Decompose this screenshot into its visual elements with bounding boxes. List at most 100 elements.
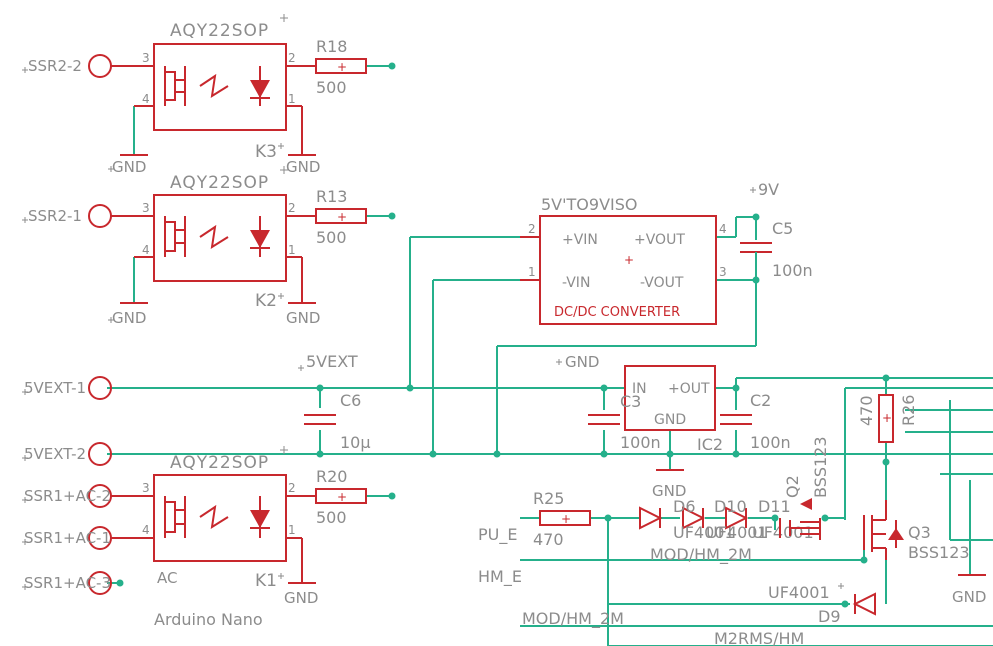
part-ref: D10 <box>714 497 747 516</box>
pin-number: 4 <box>142 523 150 537</box>
part-value: BSS123 <box>908 543 970 562</box>
connector-label: 5VEXT-2 <box>24 445 86 463</box>
pin-number: 4 <box>142 92 150 106</box>
capacitor-c3[interactable]: C3 100n <box>588 392 661 452</box>
part-ref: D11 <box>758 497 791 516</box>
gnd-label: GND <box>286 309 320 327</box>
pin-label: -VOUT <box>640 275 684 291</box>
capacitor-c2[interactable]: C2 100n <box>720 391 791 452</box>
connector-5vext-1[interactable]: 5VEXT-1 <box>24 376 112 400</box>
dcdc-converter[interactable]: 5V'TO9VISO 2 1 4 3 +VIN -VIN +VOUT -VOUT… <box>520 195 727 325</box>
part-value: 100n <box>750 433 791 452</box>
part-ref: IC2 <box>697 435 723 454</box>
connector-label: 5VEXT-1 <box>24 379 86 397</box>
part-value: BSS123 <box>811 436 830 498</box>
gnd-net-label: GND <box>565 353 599 371</box>
gnd-label: GND <box>112 309 146 327</box>
pin-number: 4 <box>142 243 150 257</box>
part-name: 5V'TO9VISO <box>541 195 637 214</box>
pin-number: 2 <box>528 222 536 236</box>
junctions <box>116 62 890 608</box>
part-ref: R26 <box>899 395 918 426</box>
pin-number: 2 <box>288 51 296 65</box>
capacitor-c6[interactable]: C6 10µ <box>304 391 371 452</box>
connector-ssr1-ac-2[interactable]: SSR1+AC-2 <box>24 484 154 508</box>
optocoupler-k2[interactable]: AQY22SOP 3 4 2 1 K2 <box>134 173 316 311</box>
net-label-mod-hm-2m: MOD/HM_2M <box>650 545 752 565</box>
net-label-pu-e: PU_E <box>478 525 517 545</box>
diode-d6[interactable]: D6 UF4001 <box>673 497 735 542</box>
gnd-symbol: GND <box>652 469 686 500</box>
part-extra-label: AC <box>157 569 177 587</box>
board-label: Arduino Nano <box>154 610 263 629</box>
resistor-r13[interactable]: + R13 500 <box>315 187 367 247</box>
pin-number: 2 <box>288 481 296 495</box>
svg-text:+: + <box>337 60 347 74</box>
transistor-q2[interactable]: Q2 BSS123 <box>779 436 830 540</box>
pin-number: 3 <box>142 201 150 215</box>
part-ref: D6 <box>673 497 696 516</box>
svg-text:+: + <box>561 512 571 526</box>
regulator-ic2[interactable]: IN +OUT GND IC2 <box>624 365 723 454</box>
connector-ssr1-ac-1[interactable]: SSR1+AC-1 <box>24 526 154 550</box>
pin-number: 1 <box>288 243 296 257</box>
svg-text:+: + <box>882 411 892 425</box>
part-value: 500 <box>316 228 347 247</box>
connector-label: SSR1+AC-3 <box>24 574 111 592</box>
net-label-m2rms-hm: M2RMS/HM <box>714 629 804 646</box>
part-ref: Q2 <box>783 475 802 498</box>
part-value: 470 <box>533 530 564 549</box>
gnd-label: GND <box>284 589 318 607</box>
connector-ssr2-1[interactable]: SSR2-1 <box>28 204 154 228</box>
transistor-q3[interactable]: Q3 BSS123 <box>863 500 970 562</box>
net-label-mod-hm-2m: MOD/HM_2M <box>522 609 624 629</box>
pin-number: 2 <box>288 201 296 215</box>
pin-label: +VIN <box>562 232 598 248</box>
diode-d5[interactable] <box>639 506 663 530</box>
diode-d10[interactable]: D10 UF4001 <box>706 497 768 542</box>
capacitor-c5[interactable]: C5 100n <box>740 219 813 280</box>
part-ref: D9 <box>818 607 841 626</box>
part-value: 10µ <box>340 433 371 452</box>
pin-number: 1 <box>288 523 296 537</box>
net-label-5vext: 5VEXT <box>306 352 358 371</box>
pin-number: 3 <box>719 265 727 279</box>
part-ref: C6 <box>340 391 361 410</box>
converter-description: DC/DC CONVERTER <box>554 305 680 320</box>
part-name: AQY22SOP <box>170 173 269 193</box>
part-value: 100n <box>620 433 661 452</box>
gnd-label: GND <box>652 482 686 500</box>
part-ref: R20 <box>316 467 347 486</box>
part-ref: R18 <box>316 37 347 56</box>
resistor-r20[interactable]: + R20 500 <box>315 467 367 527</box>
part-value: UF4001 <box>673 523 735 542</box>
part-value: 500 <box>316 78 347 97</box>
part-name: AQY22SOP <box>170 21 269 41</box>
diode-d9[interactable]: UF4001 D9 <box>768 583 876 626</box>
pin-label: -VIN <box>562 275 590 291</box>
svg-text:+: + <box>624 253 634 267</box>
part-ref: C2 <box>750 391 771 410</box>
resistor-r26[interactable]: + R26 470 <box>857 394 918 443</box>
optocoupler-k3[interactable]: AQY22SOP 3 4 2 1 K3 <box>134 21 316 162</box>
gnd-label: GND <box>286 158 320 176</box>
part-value: UF4001 <box>768 583 830 602</box>
pin-label: IN <box>632 381 647 397</box>
connector-ssr2-2[interactable]: SSR2-2 <box>28 54 154 78</box>
part-ref: K2 <box>255 291 277 311</box>
connector-label: SSR1+AC-2 <box>24 487 111 505</box>
pin-label: GND <box>654 412 686 428</box>
optocoupler-k1[interactable]: AQY22SOP 3 4 2 1 AC K1 <box>142 453 316 591</box>
connector-label: SSR2-2 <box>28 57 82 75</box>
svg-text:+: + <box>337 490 347 504</box>
part-name: AQY22SOP <box>170 453 269 473</box>
part-ref: Q3 <box>908 523 931 542</box>
part-ref: R13 <box>316 187 347 206</box>
connector-5vext-2[interactable]: 5VEXT-2 <box>24 442 112 466</box>
connector-ssr1-ac-3[interactable]: SSR1+AC-3 <box>24 571 112 595</box>
resistor-r25[interactable]: + R25 470 <box>533 489 591 549</box>
gnd-symbol: GND <box>952 574 986 606</box>
resistor-r18[interactable]: + R18 500 <box>315 37 367 97</box>
part-ref: R25 <box>533 489 564 508</box>
